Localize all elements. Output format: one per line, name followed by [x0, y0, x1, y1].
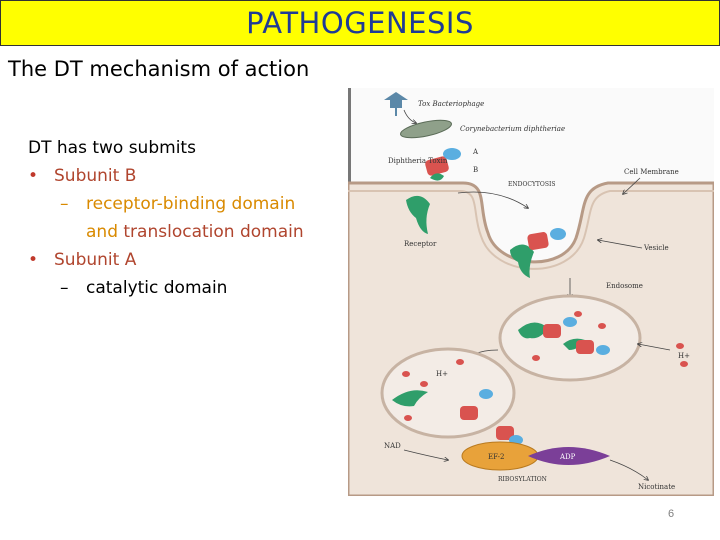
title-bar: PATHOGENESIS: [0, 0, 720, 46]
proton: [598, 323, 606, 329]
arrow: [638, 344, 671, 351]
arrow: [598, 240, 643, 249]
label-endosome: Endosome: [606, 282, 643, 290]
proton: [420, 381, 428, 387]
arrow: [403, 109, 416, 123]
arrow: [457, 191, 528, 208]
label-diphtheria-toxin: Diphtheria Toxin: [388, 157, 448, 165]
page-number: 6: [668, 508, 675, 520]
bullet-list: DT has two submits • Subunit B – recepto…: [28, 134, 348, 302]
sub-bullet-continuation: and translocation domain: [28, 218, 348, 246]
sub-bullet-text: receptor-binding domain: [86, 194, 296, 214]
label-b: B: [473, 166, 478, 174]
proton: [574, 311, 582, 317]
membrane-inner-line: [348, 190, 714, 270]
sub-bullet-item: – catalytic domain: [28, 274, 348, 302]
arrow: [609, 459, 648, 480]
label-vesicle: Vesicle: [643, 244, 669, 252]
endosome: [498, 294, 642, 382]
bullet-item: • Subunit B: [28, 162, 348, 190]
label-corynebacterium: Corynebacterium diphtheriae: [460, 125, 565, 133]
label-h-plus-inner: H+: [436, 370, 448, 378]
label-cell-membrane: Cell Membrane: [624, 168, 679, 176]
proton: [532, 355, 540, 361]
bullet-item: • Subunit A: [28, 246, 348, 274]
label-endocytosis: ENDOCYTOSIS: [508, 181, 555, 188]
acidified-endosome: [380, 347, 516, 439]
subunit-a-cytosol: [496, 426, 514, 440]
sub-bullet-text: translocation domain: [123, 222, 304, 242]
label-nad: NAD: [384, 442, 401, 450]
bound-toxin: [510, 228, 566, 278]
label-nicotinate: Nicotinate: [638, 483, 675, 491]
bullet-dot: •: [28, 166, 39, 186]
label-h-plus: H+: [678, 352, 690, 360]
adp-ribose: [528, 447, 610, 465]
subunit-a-released: [460, 406, 478, 420]
receptor-in-vesicle: [392, 390, 428, 407]
bullet-dash: –: [60, 194, 69, 214]
sub-bullet-text: and: [86, 222, 124, 242]
sub-bullet-item: – receptor-binding domain: [28, 190, 348, 218]
bullet-dash: –: [60, 278, 69, 298]
dt-mechanism-figure: Tox Bacteriophage Corynebacterium diphth…: [348, 88, 714, 496]
label-receptor: Receptor: [404, 240, 437, 248]
label-tox-bacteriophage: Tox Bacteriophage: [418, 100, 484, 108]
bullet-text: Subunit A: [54, 250, 137, 270]
bullet-text: Subunit B: [54, 166, 137, 186]
sub-bullet-text: catalytic domain: [86, 278, 228, 298]
label-ribosylation: RIBOSYLATION: [498, 476, 547, 483]
corynebacterium-cell: [400, 119, 452, 139]
label-ef2: EF-2: [488, 453, 504, 461]
arrow: [403, 449, 448, 460]
bullet-heading: DT has two submits: [28, 138, 196, 158]
bullet-dot: •: [28, 250, 39, 270]
subunit-b: [479, 389, 493, 399]
receptor-shape: [406, 195, 430, 234]
proton: [404, 415, 412, 421]
slide-subtitle: The DT mechanism of action: [8, 57, 310, 81]
proton: [456, 359, 464, 365]
label-a: A: [472, 148, 479, 156]
proton: [402, 371, 410, 377]
endosome-toxin: [518, 317, 610, 355]
arrow: [623, 177, 641, 194]
diphtheria-toxin-molecule: [425, 148, 461, 181]
label-adp: ADP: [559, 453, 576, 461]
tox-bacteriophage: [384, 92, 408, 116]
slide-title: PATHOGENESIS: [246, 6, 474, 40]
proton: [680, 361, 688, 367]
proton: [676, 343, 684, 349]
